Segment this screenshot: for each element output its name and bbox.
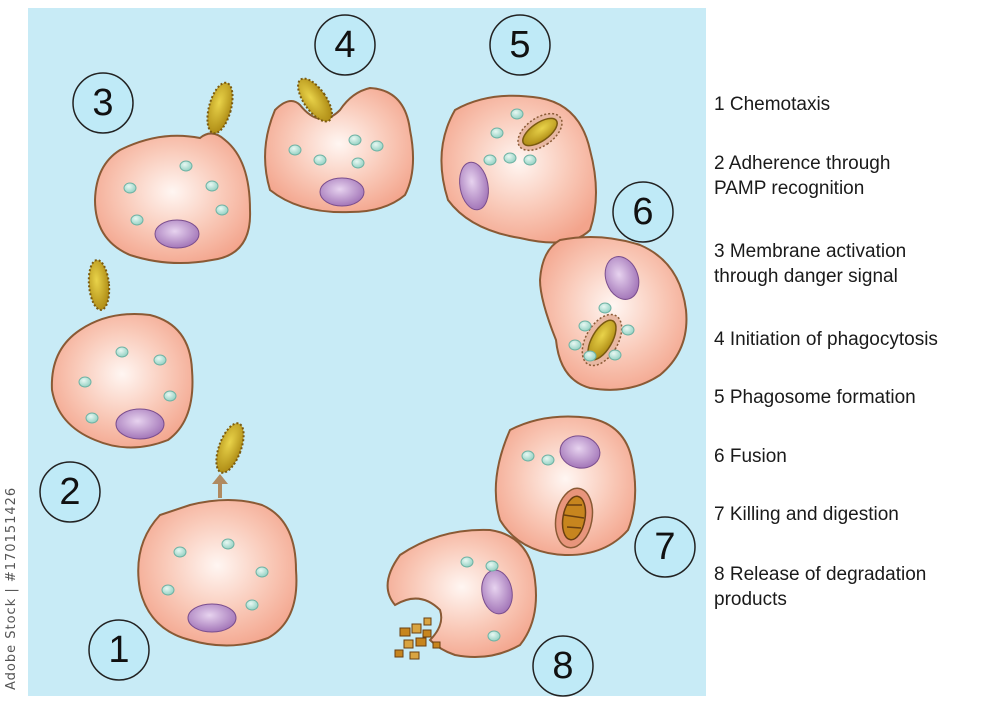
- svg-text:1: 1: [108, 629, 129, 671]
- nucleus: [187, 603, 237, 633]
- cell-stage-4: [264, 77, 414, 214]
- svg-text:6: 6: [632, 191, 653, 233]
- badge-stage-3: 3: [72, 72, 134, 134]
- legend-item-4: 4 Initiation of phagocytosis: [714, 329, 938, 350]
- legend-item-2: 2 Adherence through PAMP recognition: [714, 153, 891, 199]
- svg-text:3: 3: [92, 82, 113, 124]
- badge-stage-5: 5: [489, 14, 551, 76]
- legend-item-8: 8 Release of degradation products: [714, 564, 927, 610]
- cell-stage-7: [494, 415, 637, 557]
- legend: 1 Chemotaxis 2 Adherence through PAMP re…: [714, 0, 1000, 714]
- badge-stage-4: 4: [314, 14, 376, 76]
- legend-item-1: 1 Chemotaxis: [714, 94, 831, 115]
- svg-text:7: 7: [654, 526, 675, 568]
- legend-item-3: 3 Membrane activation through danger sig…: [714, 241, 907, 287]
- bacterium: [215, 422, 245, 474]
- badge-stage-2: 2: [39, 461, 101, 523]
- degradation-products: [394, 617, 441, 660]
- badge-stage-8: 8: [532, 635, 594, 697]
- svg-text:2: 2: [59, 471, 80, 513]
- legend-item-6: 6 Fusion: [714, 446, 787, 467]
- cell-stage-8: [386, 528, 537, 660]
- svg-text:5: 5: [509, 24, 530, 66]
- cell-stage-1: [137, 422, 298, 647]
- badge-stage-6: 6: [612, 181, 674, 243]
- svg-text:4: 4: [334, 24, 355, 66]
- cell-stage-2: [50, 259, 194, 449]
- badge-stage-7: 7: [634, 516, 696, 578]
- legend-item-7: 7 Killing and digestion: [714, 504, 899, 525]
- svg-text:8: 8: [552, 645, 573, 687]
- badge-stage-1: 1: [88, 619, 150, 681]
- cell-stage-3: [93, 81, 252, 265]
- legend-item-5: 5 Phagosome formation: [714, 387, 916, 408]
- cell-stage-6: [538, 235, 688, 391]
- cell-stage-5: [440, 94, 597, 244]
- stock-watermark: Adobe Stock | #170151426: [4, 486, 19, 690]
